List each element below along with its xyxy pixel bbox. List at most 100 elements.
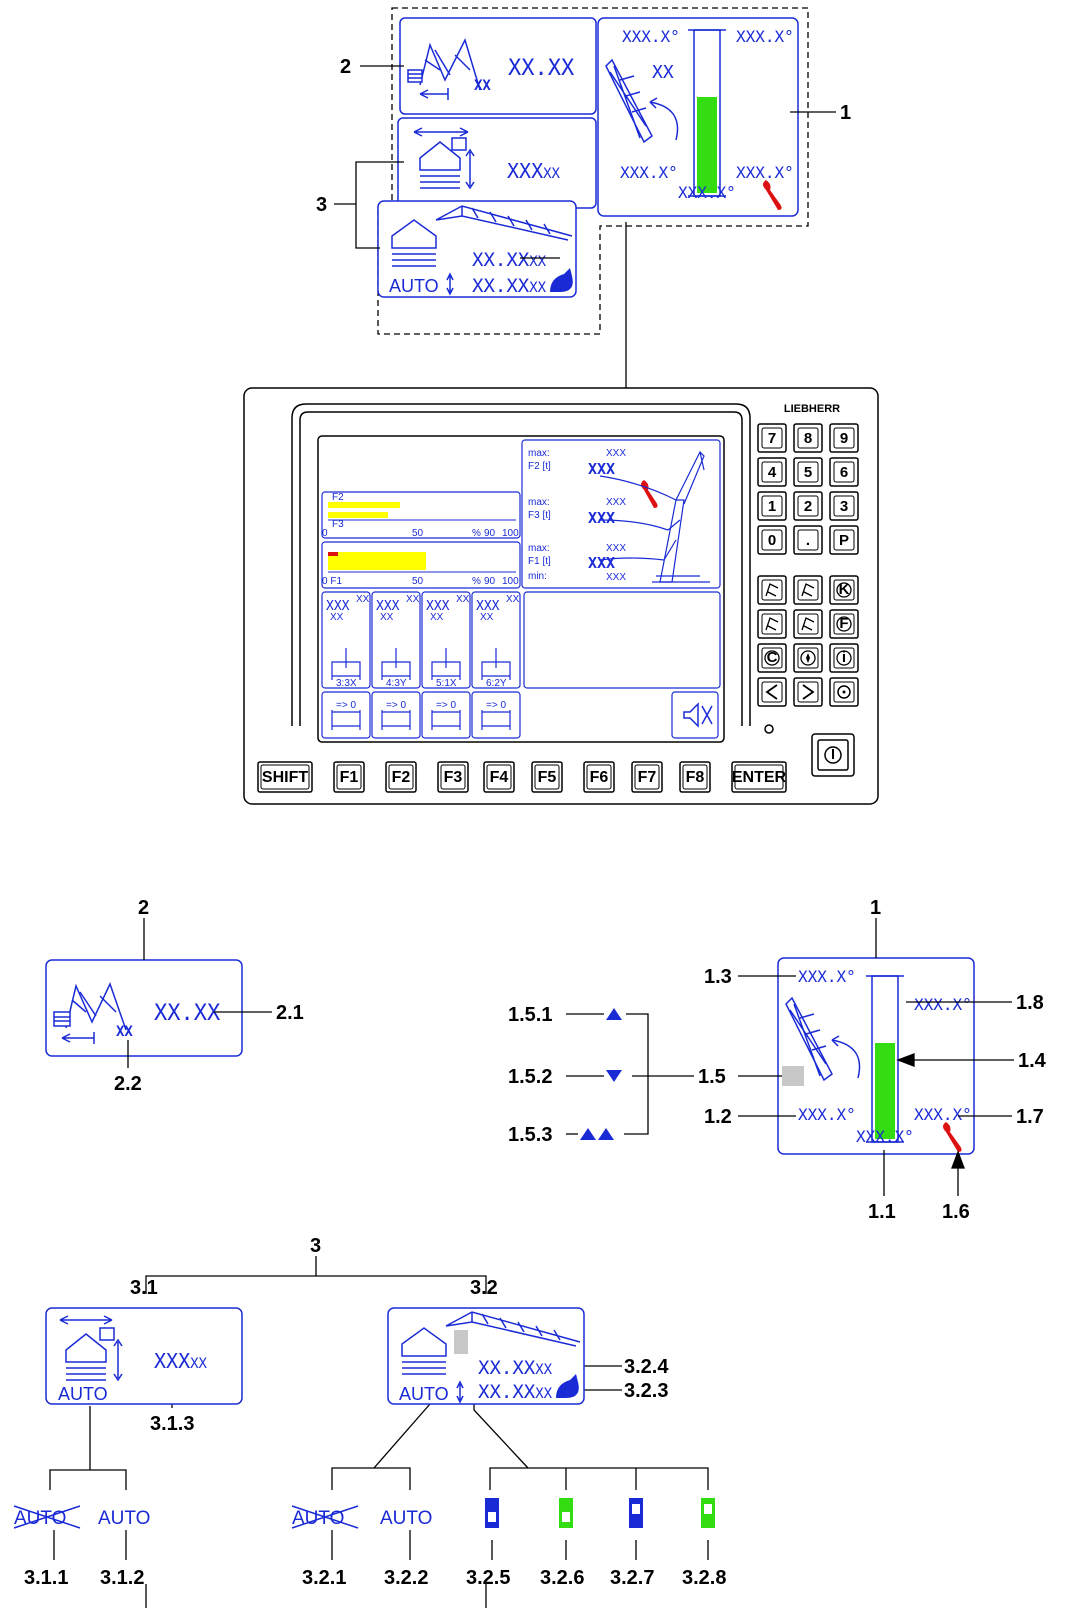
panel-3-2-detail: AUTO XX.XXXX XX.XXXX: [387, 1307, 585, 1405]
auto-on-3-1-2: AUTO: [98, 1508, 150, 1529]
label-1-4: 1.4: [1018, 1050, 1047, 1072]
panel-1-detail: XXX.X° XXX.X° XXX.X° XXX.X° XXX.X°: [777, 957, 975, 1155]
bar-f2-label: F2: [332, 492, 344, 503]
panel-2-detail: XX XX.XX: [45, 959, 243, 1057]
status-indicator-3-2-5: [485, 1498, 499, 1528]
zero-winch-button[interactable]: [421, 691, 471, 739]
crane-load-icon[interactable]: [793, 575, 823, 605]
max-f1-val: XXX: [606, 543, 626, 554]
counterweight-icon-4: [401, 1327, 447, 1375]
up-arrow-icon: [606, 1008, 622, 1020]
label-3-top: 3: [316, 194, 327, 216]
winch-value: XXX: [326, 599, 350, 614]
panel2-unit: XX: [116, 1024, 133, 1040]
zero-winch-button[interactable]: [471, 691, 521, 739]
luffing-icon[interactable]: [757, 609, 787, 639]
function-key-f1[interactable]: [333, 761, 365, 793]
crane-lattice-icon-2: [53, 982, 127, 1044]
left-arrow-key[interactable]: [757, 677, 787, 707]
function-key-label: SHIFT: [262, 769, 308, 786]
function-key-f7[interactable]: [631, 761, 663, 793]
winch-drum-icon: [431, 710, 461, 730]
zero-winch-button[interactable]: [371, 691, 421, 739]
info-key[interactable]: [829, 643, 859, 673]
zero-winch-button[interactable]: [321, 691, 371, 739]
panel2-unit-top: XX: [474, 78, 491, 94]
f1-val: XXX: [588, 554, 615, 572]
crane-lattice-icon: [407, 37, 481, 100]
keypad-key-label: 8: [804, 430, 812, 447]
keypad-key[interactable]: [829, 525, 859, 555]
scale-0: 0: [322, 528, 328, 539]
mute-button[interactable]: [671, 691, 719, 739]
scale-100b: 100: [502, 576, 519, 587]
function-key-f8[interactable]: [679, 761, 711, 793]
p1-angle-bl-top: XXX.X°: [620, 163, 678, 182]
f2-val: XXX: [588, 460, 615, 478]
label-3-2-5: 3.2.5: [466, 1567, 510, 1589]
p1-angle-b: XXX.X°: [856, 1127, 914, 1146]
f-key[interactable]: [829, 609, 859, 639]
p32-value2: XX.XXXX: [478, 1381, 553, 1403]
angle-bar-gauge: [688, 29, 726, 197]
function-key-f2[interactable]: [385, 761, 417, 793]
keypad-key[interactable]: [793, 525, 823, 555]
function-key-shift[interactable]: [257, 761, 313, 793]
direction-indicator-slot: [782, 1066, 804, 1086]
label-1-6: 1.6: [942, 1201, 970, 1223]
keypad-key[interactable]: [829, 457, 859, 487]
winch-sup: XX: [406, 594, 420, 605]
function-key-label: F6: [590, 769, 609, 786]
boom-angle-icon-2: [785, 996, 861, 1082]
winch-sup: XX: [356, 594, 370, 605]
keypad-key[interactable]: [793, 491, 823, 521]
p1-angle-tl-top: XXX.X°: [622, 27, 680, 46]
max-f3: max:: [528, 497, 550, 508]
k-key[interactable]: [829, 575, 859, 605]
winch-drum-icon: [381, 710, 411, 730]
label-3-1-1: 3.1.1: [24, 1567, 68, 1589]
keypad-key[interactable]: [757, 423, 787, 453]
slope-icon[interactable]: [793, 609, 823, 639]
function-key-f5[interactable]: [531, 761, 563, 793]
hook-icon-2: [556, 1374, 579, 1398]
zero-label: => 0: [386, 700, 406, 711]
label-f2t: F2 [t]: [528, 461, 551, 472]
keypad-key[interactable]: [829, 491, 859, 521]
keypad-key[interactable]: [793, 423, 823, 453]
function-key-enter[interactable]: [731, 761, 787, 793]
function-key-f4[interactable]: [483, 761, 515, 793]
keypad-key[interactable]: [793, 457, 823, 487]
angle-bar-fill-2: [875, 1043, 895, 1139]
panel2-value-top: XX.XX: [508, 56, 575, 81]
panel-3-1-detail: AUTO XXXXX: [45, 1307, 243, 1405]
status-indicator-3-2-6: [559, 1498, 573, 1528]
function-key-f6[interactable]: [583, 761, 615, 793]
keypad-key[interactable]: [757, 457, 787, 487]
label-3-2-4: 3.2.4: [624, 1356, 669, 1378]
down-arrow-icon: [606, 1070, 622, 1082]
keypad-key[interactable]: [829, 423, 859, 453]
label-1-8: 1.8: [1016, 992, 1044, 1014]
hand-crane-icon[interactable]: [757, 575, 787, 605]
function-key-f3[interactable]: [437, 761, 469, 793]
counterweight-icon-3: [59, 1315, 123, 1382]
luffing-jib-icon-2: [445, 1311, 581, 1347]
keypad-key[interactable]: [757, 491, 787, 521]
status-indicator-3-2-8: [701, 1498, 715, 1528]
f-key-label: F: [839, 615, 848, 632]
winch-panel: [421, 591, 471, 689]
min-f1: min:: [528, 571, 547, 582]
winch-sub: XX: [380, 612, 394, 623]
winch-ratio: 5:1X: [436, 678, 457, 689]
winch-drum-icon: [481, 710, 511, 730]
winch-value: XXX: [376, 599, 400, 614]
c-key[interactable]: [757, 643, 787, 673]
keypad-key[interactable]: [757, 525, 787, 555]
right-arrow-key[interactable]: [793, 677, 823, 707]
keypad-key-label: 4: [768, 464, 777, 481]
bar-f2-fill: [328, 502, 400, 508]
bar-f1-min: [328, 552, 338, 556]
